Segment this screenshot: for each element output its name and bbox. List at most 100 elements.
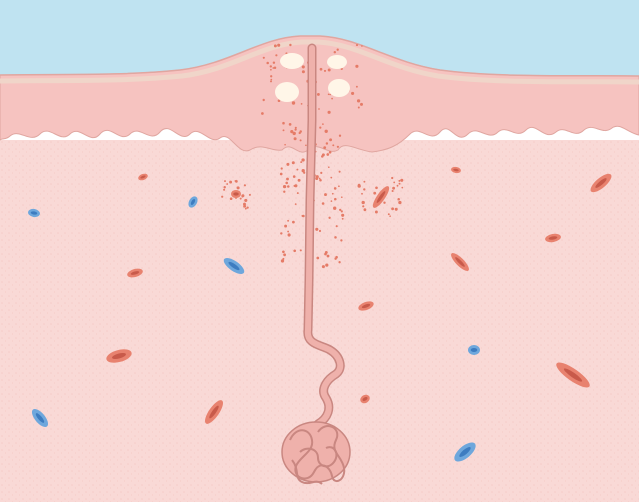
inflammation-dot	[328, 166, 330, 168]
inflammation-dot	[339, 135, 341, 137]
inflammation-dot	[339, 171, 341, 173]
inflammation-dot	[263, 99, 265, 101]
inflammation-dot	[334, 236, 337, 239]
inflammation-dot	[221, 196, 223, 198]
inflammation-dot	[300, 161, 302, 163]
inflammation-dot	[245, 208, 247, 210]
inflammation-dot	[288, 233, 291, 236]
inflammation-dot	[246, 206, 248, 208]
inflammation-dot	[319, 179, 322, 182]
inflammation-dot	[270, 69, 272, 71]
inflammation-dot	[266, 62, 269, 65]
inflammation-dot	[283, 185, 286, 188]
inflammation-dot	[356, 44, 358, 46]
inflammation-dot	[322, 265, 325, 268]
inflammation-dot	[282, 122, 285, 125]
inflammation-dot	[388, 213, 390, 215]
inflammation-dot	[363, 188, 365, 190]
inflammation-dot	[341, 210, 343, 212]
inflammation-dot	[270, 80, 272, 82]
inflammation-dot	[357, 99, 360, 102]
inflammation-dot	[298, 179, 301, 182]
inflammation-dot	[316, 175, 319, 178]
inflammation-dot	[328, 93, 330, 95]
inflammation-dot	[244, 199, 247, 202]
inflammation-dot	[289, 44, 291, 46]
inflammation-dot	[361, 193, 363, 195]
inflammation-dot	[263, 57, 265, 59]
inflammation-dot	[292, 101, 295, 104]
inflammation-dot	[398, 180, 400, 182]
inflammation-dot	[322, 202, 325, 205]
blue-blood-cell	[468, 345, 480, 355]
inflammation-dot	[283, 253, 286, 256]
inflammation-dot	[358, 184, 361, 187]
inflammation-dot	[301, 215, 303, 217]
inflammation-dot	[334, 198, 337, 201]
inflammation-dot	[280, 173, 283, 176]
inflammation-dot	[355, 65, 358, 68]
inflammation-dot	[323, 146, 326, 149]
pustule	[280, 53, 304, 69]
inflammation-dot	[319, 178, 321, 180]
inflammation-dot	[223, 189, 225, 191]
inflammation-dot	[286, 163, 289, 166]
inflammation-dot	[362, 201, 365, 204]
inflammation-dot	[327, 255, 330, 258]
inflammation-dot	[351, 92, 354, 95]
inflammation-dot	[289, 123, 292, 126]
inflammation-dot	[290, 130, 293, 133]
inflammation-dot	[301, 103, 303, 105]
inflammation-dot	[330, 177, 332, 179]
inflammation-dot	[373, 192, 376, 195]
inflammation-dot	[292, 221, 295, 224]
inflammation-dot	[395, 208, 398, 211]
inflammation-dot	[341, 214, 344, 217]
inflammation-dot	[332, 193, 334, 195]
inflammation-dot	[270, 75, 272, 77]
inflammation-dot	[277, 44, 280, 47]
pustule	[328, 79, 350, 97]
inflammation-dot	[334, 51, 336, 53]
inflammation-dot	[223, 186, 225, 188]
inflammation-dot	[398, 201, 401, 204]
inflammation-dot	[293, 249, 296, 252]
inflammation-dot	[361, 45, 363, 47]
inflammation-dot	[397, 185, 399, 187]
inflammation-dot	[315, 228, 318, 231]
inflammation-dot	[391, 177, 393, 179]
inflammation-dot	[338, 185, 340, 187]
inflammation-dot	[243, 205, 246, 208]
inflammation-dot	[302, 70, 305, 73]
inflammation-dot	[392, 190, 394, 192]
inflammation-dot	[325, 264, 328, 267]
inflammation-dot	[321, 155, 324, 158]
pustule	[327, 55, 347, 69]
inflammation-dot	[287, 220, 289, 222]
inflammation-dot	[274, 67, 277, 70]
inflammation-dot	[229, 181, 232, 184]
inflammation-dot	[326, 153, 329, 156]
inflammation-dot	[328, 217, 330, 219]
inflammation-dot	[391, 207, 394, 210]
inflammation-dot	[287, 185, 290, 188]
inflammation-dot	[226, 183, 228, 185]
inflammation-dot	[283, 129, 285, 131]
inflammation-dot	[326, 142, 328, 144]
inflammation-dot	[318, 108, 320, 110]
inflammation-dot	[319, 126, 321, 128]
inflammation-dot	[334, 258, 336, 260]
inflammation-dot	[241, 196, 243, 198]
inflammation-dot	[234, 180, 236, 182]
inflammation-dot	[324, 70, 326, 72]
inflammation-dot	[292, 161, 295, 164]
inflammation-dot	[336, 225, 338, 227]
inflammation-dot	[400, 179, 403, 182]
inflammation-dot	[287, 231, 289, 233]
inflammation-dot	[399, 183, 401, 185]
inflammation-dot	[302, 65, 305, 68]
inflammation-dot	[332, 144, 334, 146]
inflammation-dot	[320, 172, 322, 174]
